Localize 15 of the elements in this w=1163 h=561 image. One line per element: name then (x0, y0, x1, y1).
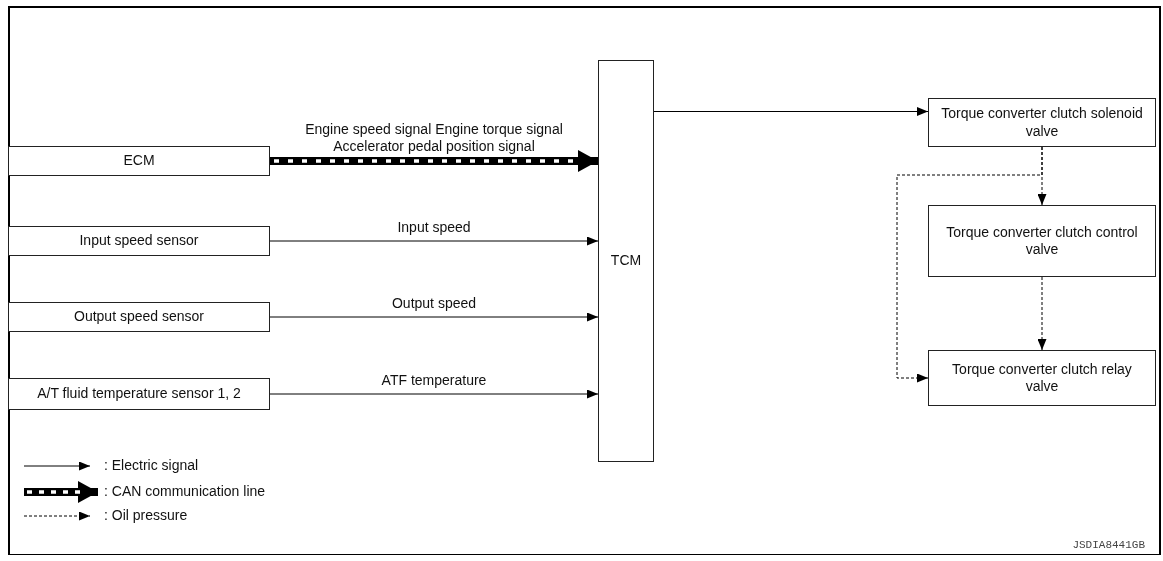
valve-box: Torque converter clutch solenoid valve (928, 98, 1156, 147)
edge-label: Input speed (395, 219, 473, 236)
sensor-box: Input speed sensor (8, 226, 270, 256)
legend-label: : Oil pressure (104, 507, 188, 523)
sensor-box: A/T fluid temperature sensor 1, 2 (8, 378, 270, 410)
control-module-box: TCM (598, 60, 654, 462)
sensor-box: Output speed sensor (8, 302, 270, 332)
valve-box: Torque converter clutch relay valve (928, 350, 1156, 406)
edge-label: ATF temperature (379, 372, 489, 389)
legend-label: : CAN communication line (104, 483, 266, 499)
edge-label: Output speed (389, 295, 479, 312)
legend-label: : Electric signal (104, 457, 199, 473)
valve-box: Torque converter clutch control valve (928, 205, 1156, 277)
ecm-box: ECM (8, 146, 270, 176)
figure-code: JSDIA8441GB (1072, 539, 1145, 551)
